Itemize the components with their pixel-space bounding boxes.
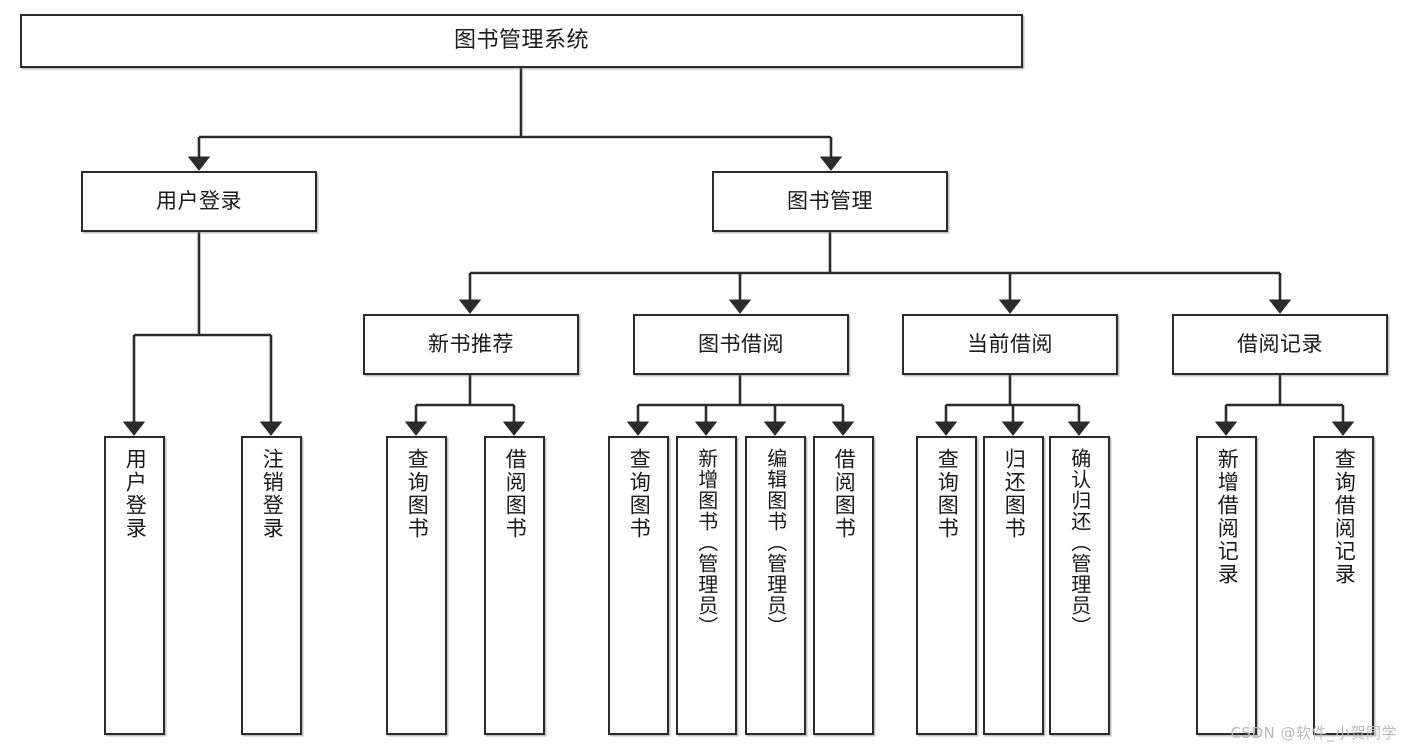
node-leaf-query-record-label: 查询借阅记录: [1332, 448, 1357, 586]
node-leaf-user-login[interactable]: 用户登录: [104, 436, 165, 735]
node-leaf-add-record[interactable]: 新增借阅记录: [1196, 436, 1257, 735]
node-root[interactable]: 图书管理系统: [20, 14, 1023, 68]
node-borrow-record-label: 借阅记录: [1237, 332, 1323, 357]
node-leaf-query-book-3-label: 查询图书: [935, 448, 960, 540]
node-leaf-query-book-1-label: 查询图书: [405, 448, 430, 540]
node-leaf-logout[interactable]: 注销登录: [241, 436, 302, 735]
node-leaf-query-book-2[interactable]: 查询图书: [608, 436, 669, 735]
node-leaf-add-book[interactable]: 新增图书（管理员）: [676, 436, 737, 735]
node-leaf-query-book-3[interactable]: 查询图书: [916, 436, 977, 735]
node-user-login[interactable]: 用户登录: [81, 171, 317, 232]
node-leaf-query-record[interactable]: 查询借阅记录: [1313, 436, 1374, 735]
node-leaf-add-record-label: 新增借阅记录: [1215, 448, 1240, 586]
node-leaf-user-login-label: 用户登录: [123, 448, 148, 540]
node-borrow-record[interactable]: 借阅记录: [1172, 314, 1388, 375]
node-leaf-confirm-return-label: 确认归还（管理员）: [1067, 448, 1092, 637]
node-user-login-label: 用户登录: [156, 189, 242, 214]
node-leaf-query-book-1[interactable]: 查询图书: [386, 436, 447, 735]
node-leaf-borrow-book-1-label: 借阅图书: [503, 448, 528, 540]
node-leaf-query-book-2-label: 查询图书: [627, 448, 652, 540]
node-leaf-borrow-book-2[interactable]: 借阅图书: [813, 436, 874, 735]
node-book-manage[interactable]: 图书管理: [712, 171, 948, 232]
node-leaf-edit-book-label: 编辑图书（管理员）: [763, 448, 788, 637]
node-new-book-recommend-label: 新书推荐: [428, 332, 514, 357]
node-book-borrow-label: 图书借阅: [698, 332, 784, 357]
node-root-label: 图书管理系统: [453, 28, 589, 54]
node-new-book-recommend[interactable]: 新书推荐: [363, 314, 579, 375]
watermark: CSDN @软件_小贺同学: [1230, 724, 1397, 742]
node-leaf-return-book-label: 归还图书: [1002, 448, 1027, 540]
node-leaf-add-book-label: 新增图书（管理员）: [694, 448, 719, 637]
node-leaf-borrow-book-1[interactable]: 借阅图书: [484, 436, 545, 735]
node-leaf-return-book[interactable]: 归还图书: [983, 436, 1044, 735]
node-current-borrow-label: 当前借阅: [967, 332, 1053, 357]
node-leaf-borrow-book-2-label: 借阅图书: [832, 448, 857, 540]
node-book-manage-label: 图书管理: [787, 189, 873, 214]
node-leaf-confirm-return[interactable]: 确认归还（管理员）: [1049, 436, 1110, 735]
node-current-borrow[interactable]: 当前借阅: [902, 314, 1118, 375]
node-leaf-logout-label: 注销登录: [260, 448, 285, 540]
node-leaf-edit-book[interactable]: 编辑图书（管理员）: [745, 436, 806, 735]
node-book-borrow[interactable]: 图书借阅: [633, 314, 849, 375]
